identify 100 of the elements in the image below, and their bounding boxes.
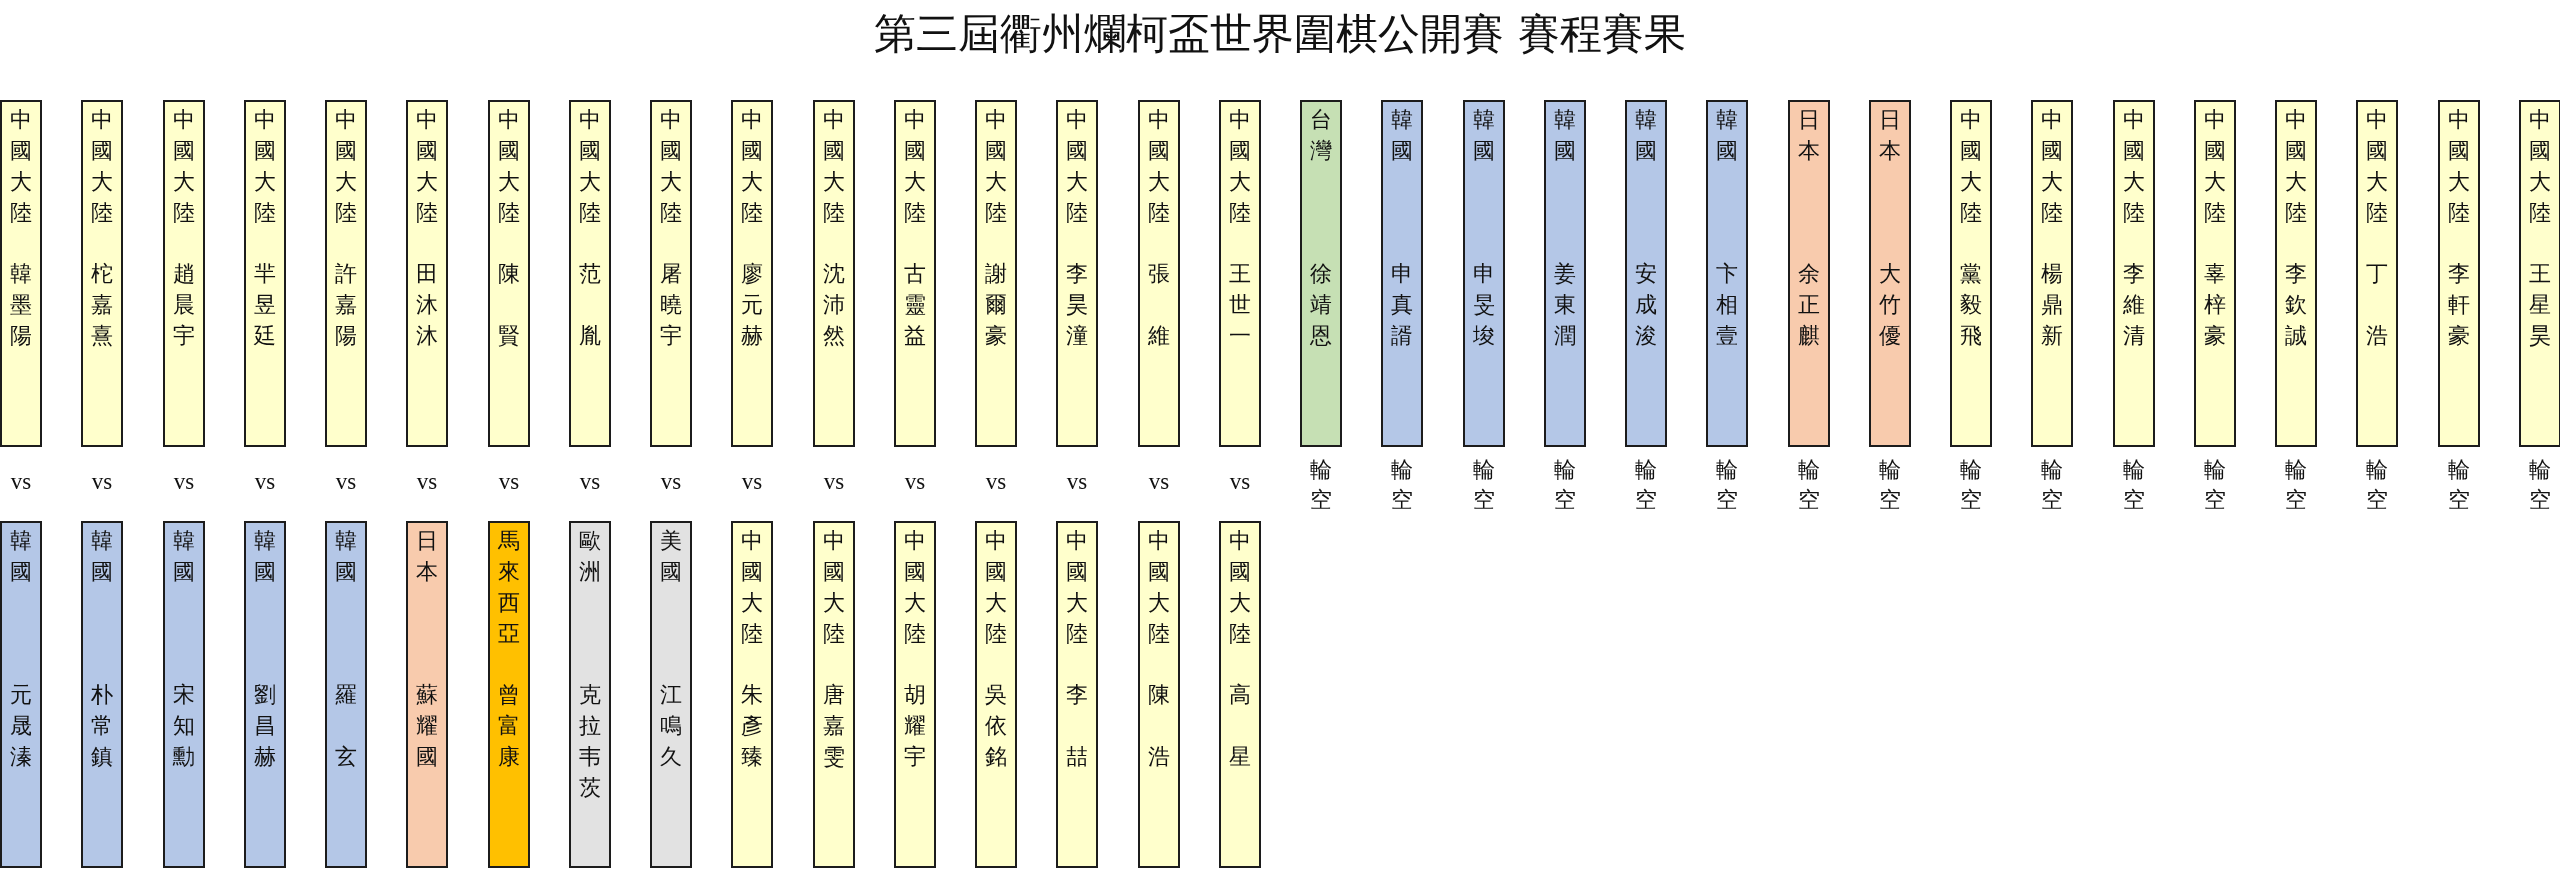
player-name: 楊鼎新 bbox=[2041, 260, 2063, 350]
player-name: 大竹優 bbox=[1879, 260, 1901, 350]
player-name: 丁浩 bbox=[2366, 259, 2388, 350]
player-box bbox=[813, 100, 855, 447]
country-name: 韓國 bbox=[1716, 106, 1738, 165]
player-box bbox=[569, 521, 611, 868]
player-box bbox=[2031, 100, 2073, 447]
player-name: 元晟溱 bbox=[10, 681, 32, 771]
versus-label: vs bbox=[741, 470, 763, 494]
bye-label: 輪空 bbox=[1798, 456, 1820, 514]
player-name: 高星 bbox=[1229, 680, 1251, 771]
player-name: 李昊潼 bbox=[1066, 260, 1088, 350]
country-name: 日本 bbox=[416, 527, 438, 586]
player-box bbox=[244, 521, 286, 868]
country-name: 中國大陸 bbox=[904, 527, 926, 648]
player-box bbox=[81, 100, 123, 447]
player-box bbox=[1138, 521, 1180, 868]
player-name: 李維清 bbox=[2123, 260, 2145, 350]
player-name: 朴常鎮 bbox=[91, 681, 113, 771]
bye-label: 輪空 bbox=[1310, 456, 1332, 514]
country-name: 中國大陸 bbox=[416, 106, 438, 227]
player-name: 徐靖恩 bbox=[1310, 260, 1332, 350]
country-name: 韓國 bbox=[173, 527, 195, 586]
player-name: 古靈益 bbox=[904, 260, 926, 350]
player-box bbox=[488, 100, 530, 447]
country-name: 中國大陸 bbox=[1148, 106, 1170, 227]
player-box bbox=[244, 100, 286, 447]
versus-label: vs bbox=[498, 470, 520, 494]
player-name: 王世一 bbox=[1229, 260, 1251, 350]
player-name: 張維 bbox=[1148, 259, 1170, 350]
player-box bbox=[1219, 521, 1261, 868]
player-name: 卞相壹 bbox=[1716, 260, 1738, 350]
country-name: 中國大陸 bbox=[660, 106, 682, 227]
player-name: 田沐沐 bbox=[416, 260, 438, 350]
versus-label: vs bbox=[91, 470, 113, 494]
player-box bbox=[1625, 100, 1667, 447]
versus-label: vs bbox=[1066, 470, 1088, 494]
bye-label: 輪空 bbox=[1879, 456, 1901, 514]
country-name: 中國大陸 bbox=[985, 106, 1007, 227]
country-name: 中國大陸 bbox=[91, 106, 113, 227]
player-name: 廖元赫 bbox=[741, 260, 763, 350]
player-name: 朱彥臻 bbox=[741, 681, 763, 771]
player-name: 劉昌赫 bbox=[254, 681, 276, 771]
player-box bbox=[1381, 100, 1423, 447]
player-name: 胡耀宇 bbox=[904, 681, 926, 771]
player-name: 李軒豪 bbox=[2448, 260, 2470, 350]
player-box bbox=[2438, 100, 2480, 447]
bye-label: 輪空 bbox=[1554, 456, 1576, 514]
bye-label: 輪空 bbox=[1716, 456, 1738, 514]
versus-label: vs bbox=[173, 470, 195, 494]
bye-label: 輪空 bbox=[2204, 456, 2226, 514]
country-name: 中國大陸 bbox=[741, 527, 763, 648]
player-name: 吳依銘 bbox=[985, 681, 1007, 771]
player-box bbox=[1219, 100, 1261, 447]
bye-label: 輪空 bbox=[1960, 456, 1982, 514]
versus-label: vs bbox=[1148, 470, 1170, 494]
bye-label: 輪空 bbox=[2529, 456, 2551, 514]
country-name: 韓國 bbox=[335, 527, 357, 586]
player-box bbox=[1138, 100, 1180, 447]
country-name: 中國大陸 bbox=[2366, 106, 2388, 227]
country-name: 中國大陸 bbox=[1229, 106, 1251, 227]
country-name: 中國大陸 bbox=[741, 106, 763, 227]
player-box bbox=[1706, 100, 1748, 447]
player-box bbox=[325, 100, 367, 447]
country-name: 中國大陸 bbox=[254, 106, 276, 227]
bye-label: 輪空 bbox=[2041, 456, 2063, 514]
player-box bbox=[325, 521, 367, 868]
player-name: 陳賢 bbox=[498, 259, 520, 350]
versus-label: vs bbox=[335, 470, 357, 494]
country-name: 韓國 bbox=[1554, 106, 1576, 165]
country-name: 中國大陸 bbox=[823, 106, 845, 227]
player-box bbox=[1463, 100, 1505, 447]
bye-label: 輪空 bbox=[1473, 456, 1495, 514]
versus-label: vs bbox=[904, 470, 926, 494]
country-name: 中國大陸 bbox=[904, 106, 926, 227]
player-box bbox=[894, 100, 936, 447]
player-box bbox=[1869, 100, 1911, 447]
player-box bbox=[813, 521, 855, 868]
bye-label: 輪空 bbox=[1635, 456, 1657, 514]
versus-label: vs bbox=[416, 470, 438, 494]
player-box bbox=[975, 521, 1017, 868]
player-name: 沈沛然 bbox=[823, 260, 845, 350]
player-box bbox=[163, 521, 205, 868]
player-name: 羋昱廷 bbox=[254, 260, 276, 350]
bye-label: 輪空 bbox=[2366, 456, 2388, 514]
player-name: 曾富康 bbox=[498, 681, 520, 771]
country-name: 中國大陸 bbox=[1148, 527, 1170, 648]
versus-label: vs bbox=[823, 470, 845, 494]
country-name: 中國大陸 bbox=[498, 106, 520, 227]
country-name: 韓國 bbox=[1635, 106, 1657, 165]
player-box bbox=[650, 100, 692, 447]
country-name: 韓國 bbox=[10, 527, 32, 586]
bye-label: 輪空 bbox=[2285, 456, 2307, 514]
player-name: 辜梓豪 bbox=[2204, 260, 2226, 350]
player-box bbox=[0, 521, 42, 868]
country-name: 中國大陸 bbox=[2041, 106, 2063, 227]
player-name: 謝爾豪 bbox=[985, 260, 1007, 350]
player-name: 韓墨陽 bbox=[10, 260, 32, 350]
player-name: 陳浩 bbox=[1148, 680, 1170, 771]
player-name: 屠曉宇 bbox=[660, 260, 682, 350]
